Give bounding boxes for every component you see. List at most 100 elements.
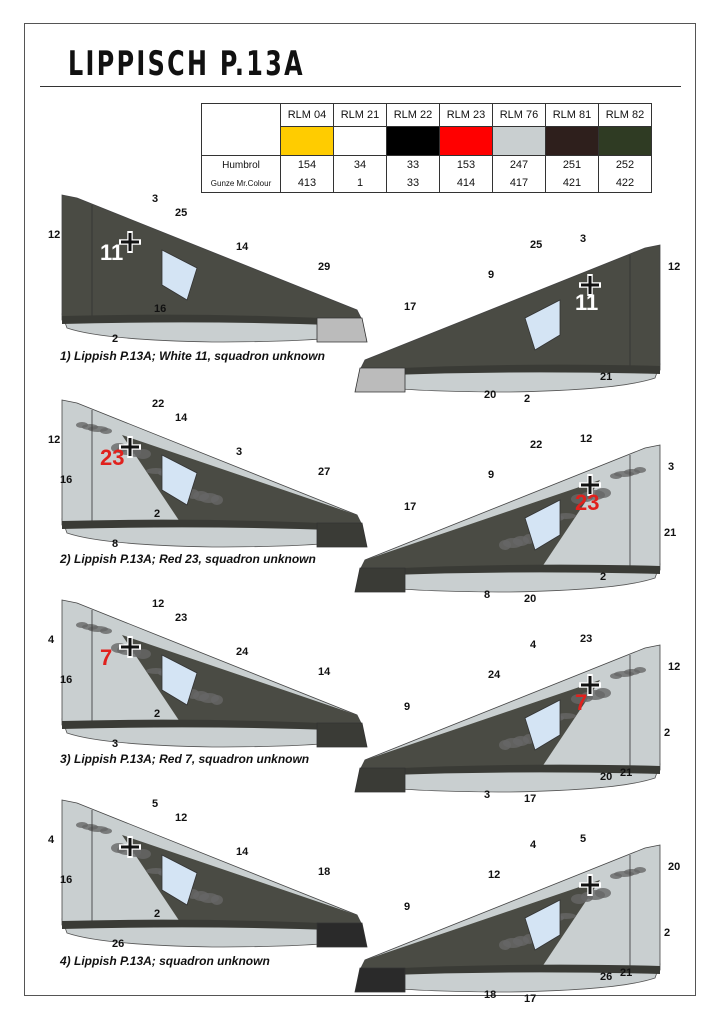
camo-blotch xyxy=(571,694,587,704)
humbrol-value-3: 33 xyxy=(386,155,440,174)
callout-right: 17 xyxy=(524,993,536,1005)
page-title: LIPPISCH P.13A xyxy=(68,44,305,84)
camo-blotch xyxy=(610,473,622,479)
canopy xyxy=(524,499,561,551)
camo-blotch xyxy=(571,494,587,504)
canopy xyxy=(524,299,561,351)
callout-left: 16 xyxy=(60,874,72,886)
callout-right: 17 xyxy=(524,793,536,805)
gunze-value-1: 413 xyxy=(280,174,334,193)
canopy xyxy=(524,899,561,951)
callout-left: 12 xyxy=(152,598,164,610)
callout-right: 26 xyxy=(600,971,612,983)
fuselage-band xyxy=(62,719,362,731)
code-right: 11 xyxy=(575,290,598,315)
fuselage-band xyxy=(360,764,660,776)
color-swatch-1 xyxy=(280,126,334,156)
balkenkreuz-icon xyxy=(119,836,141,858)
color-swatch-4 xyxy=(439,126,493,156)
code-right: 7 xyxy=(575,690,587,715)
humbrol-value-1: 154 xyxy=(280,155,334,174)
callout-right: 9 xyxy=(488,469,494,481)
callout-right: 12 xyxy=(488,869,500,881)
fuselage-band xyxy=(360,364,660,376)
camo-blotch xyxy=(499,740,511,750)
callout-left: 14 xyxy=(175,412,188,424)
code-right: 23 xyxy=(575,490,599,515)
aircraft-1-right xyxy=(354,244,661,393)
page-frame xyxy=(24,23,696,996)
callout-left: 2 xyxy=(154,508,160,520)
callout-right: 9 xyxy=(404,901,410,913)
color-name-1: RLM 04 xyxy=(280,103,334,127)
callout-left: 4 xyxy=(48,834,55,846)
gunze-value-5: 417 xyxy=(492,174,546,193)
callout-right: 5 xyxy=(580,833,586,845)
callout-right: 12 xyxy=(668,661,680,673)
balkenkreuz-icon xyxy=(579,474,601,496)
callout-left: 22 xyxy=(152,398,164,410)
callout-right: 21 xyxy=(600,371,612,383)
callout-left: 18 xyxy=(318,866,330,878)
fuselage-band xyxy=(62,314,362,326)
humbrol-value-7: 252 xyxy=(598,155,652,174)
balkenkreuz-icon xyxy=(579,874,601,896)
camo-blotch xyxy=(135,649,151,659)
profile-caption-3: 3) Lippish P.13A; Red 7, squadron unknow… xyxy=(60,752,310,766)
camo-blotch xyxy=(499,940,511,950)
exhaust xyxy=(354,367,406,393)
camo-blotch xyxy=(610,673,622,679)
camo-blotch xyxy=(135,449,151,459)
humbrol-value-2: 34 xyxy=(333,155,387,174)
upper-camo xyxy=(122,835,362,925)
wing xyxy=(61,194,363,321)
callout-right: 9 xyxy=(404,701,410,713)
callout-left: 4 xyxy=(48,634,55,646)
aircraft-1-left xyxy=(61,194,368,343)
callout-left: 2 xyxy=(154,908,160,920)
callout-left: 23 xyxy=(175,612,187,624)
color-swatch-5 xyxy=(492,126,546,156)
callout-left: 14 xyxy=(236,846,249,858)
aircraft-3-right xyxy=(354,644,661,793)
callout-right: 8 xyxy=(484,589,490,601)
callout-right: 9 xyxy=(488,269,494,281)
callout-left: 3 xyxy=(236,446,242,458)
aircraft-4-right xyxy=(354,844,661,993)
profile-caption-4: 4) Lippish P.13A; squadron unknown xyxy=(60,954,270,968)
aircraft-3-left xyxy=(61,599,368,748)
camo-blotch xyxy=(211,495,223,505)
upper-camo xyxy=(122,635,362,725)
callout-right: 20 xyxy=(524,593,536,605)
code-left: 7 xyxy=(100,645,112,670)
callout-right: 20 xyxy=(484,389,496,401)
canopy xyxy=(161,454,198,506)
color-name-2: RLM 21 xyxy=(333,103,387,127)
fuselage-band xyxy=(62,919,362,931)
callout-right: 17 xyxy=(404,301,416,313)
callout-right: 25 xyxy=(530,239,542,251)
camo-blotch xyxy=(499,540,511,550)
balkenkreuz-icon xyxy=(119,231,141,253)
callout-left: 12 xyxy=(48,229,60,241)
camo-blotch xyxy=(100,828,112,834)
canopy xyxy=(161,654,198,706)
callout-left: 16 xyxy=(154,303,166,315)
camo-blotch xyxy=(100,628,112,634)
callout-left: 29 xyxy=(318,261,330,273)
callout-right: 2 xyxy=(664,927,670,939)
camo-blotch xyxy=(571,894,587,904)
title-rule xyxy=(40,86,681,87)
code-left: 11 xyxy=(100,240,123,265)
aircraft-2-right xyxy=(354,444,661,593)
callout-right: 2 xyxy=(600,571,606,583)
wing xyxy=(359,244,661,371)
callout-left: 14 xyxy=(318,666,331,678)
canopy xyxy=(161,249,198,301)
callout-right: 2 xyxy=(524,393,530,405)
balkenkreuz-icon xyxy=(579,674,601,696)
